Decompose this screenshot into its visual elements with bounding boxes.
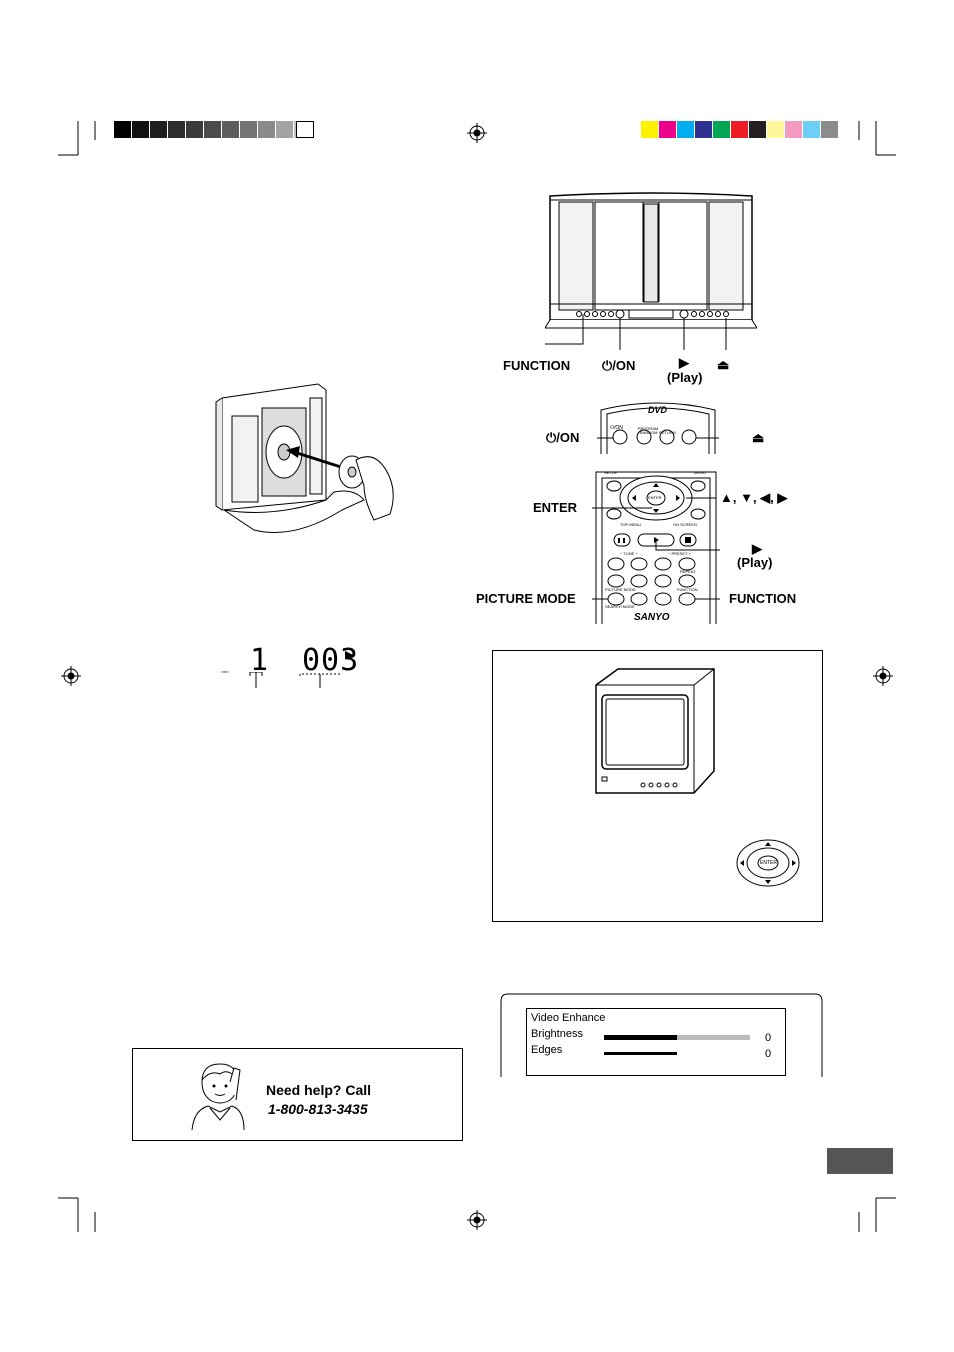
edges-slider[interactable]	[604, 1052, 750, 1055]
video-enhance-menu: Video Enhance Brightness 0 Edges 0	[526, 1008, 786, 1076]
remote-bottom-illustration	[592, 468, 720, 626]
remote-menu-button[interactable]: MENU	[694, 470, 706, 475]
help-line-1: Need help? Call	[266, 1082, 371, 1098]
display-play-indicator: ▶	[345, 648, 353, 661]
remote-program-button[interactable]: PROGRAM /RANDOM	[634, 427, 662, 435]
brightness-value: 0	[765, 1032, 771, 1044]
remote-play-label: (Play)	[737, 556, 772, 570]
registration-mark-icon	[61, 666, 81, 686]
remote-eject-label: ⏏	[752, 431, 764, 445]
remote-top-menu-button[interactable]: TOP MENU	[620, 522, 641, 527]
unit-front-illustration	[545, 192, 757, 362]
remote-return-button[interactable]: RETURN	[659, 430, 676, 435]
registration-mark-icon	[467, 1210, 487, 1230]
remote-dvd-logo: DVD	[648, 405, 667, 415]
remote-picture-mode-label: PICTURE MODE	[476, 592, 576, 606]
registration-mark-icon	[467, 123, 487, 143]
remote-search-mode-button[interactable]: SEARCH MODE	[605, 604, 635, 609]
menu-row-brightness-label: Brightness	[531, 1028, 583, 1040]
remote-enter-button[interactable]: ENTER	[648, 495, 662, 500]
menu-title: Video Enhance	[531, 1012, 605, 1024]
tv-illustration	[590, 667, 718, 797]
page-tab-block	[827, 1148, 893, 1174]
display-callout-lines	[240, 672, 350, 690]
phone-support-person-icon	[188, 1060, 246, 1132]
unit-function-label: FUNCTION	[503, 359, 570, 373]
remote-on-screen-button[interactable]: ON SCREEN	[673, 522, 697, 527]
brightness-slider[interactable]	[604, 1035, 750, 1040]
remote-tune-label: − TUNE +	[620, 551, 638, 556]
registration-mark-icon	[873, 666, 893, 686]
unit-eject-label: ⏏	[717, 358, 729, 372]
remote-on-label: ⏻/ON	[546, 431, 579, 445]
remote-repeat-button[interactable]: REPEAT	[680, 569, 696, 574]
tv-enter-key: ENTER	[760, 860, 777, 866]
help-phone-number: 1-800-813-3435	[268, 1101, 368, 1117]
unit-on-label: ⏻/ON	[602, 359, 635, 373]
remote-setup-button[interactable]: SETUP	[604, 470, 617, 475]
menu-row-edges-label: Edges	[531, 1044, 562, 1056]
unit-play-label: (Play)	[667, 371, 702, 385]
display-disc-icon: ▫▫▫	[221, 669, 228, 676]
remote-function-button[interactable]: FUNCTION	[677, 587, 698, 592]
remote-arrows-label: ▲, ▼, ◀, ▶	[720, 491, 787, 505]
remote-play-symbol: ▶	[752, 542, 762, 556]
remote-brand-logo: SANYO	[634, 612, 670, 623]
unit-play-symbol: ▶	[679, 356, 689, 370]
remote-picture-mode-button[interactable]: PICTURE MODE	[605, 587, 636, 592]
remote-function-label: FUNCTION	[729, 592, 796, 606]
disc-loading-illustration	[214, 380, 400, 540]
remote-preset-label: − PRESET +	[668, 551, 691, 556]
remote-on-button[interactable]: ⏻/ON	[610, 425, 623, 431]
edges-value: 0	[765, 1048, 771, 1060]
remote-enter-label: ENTER	[533, 501, 577, 515]
